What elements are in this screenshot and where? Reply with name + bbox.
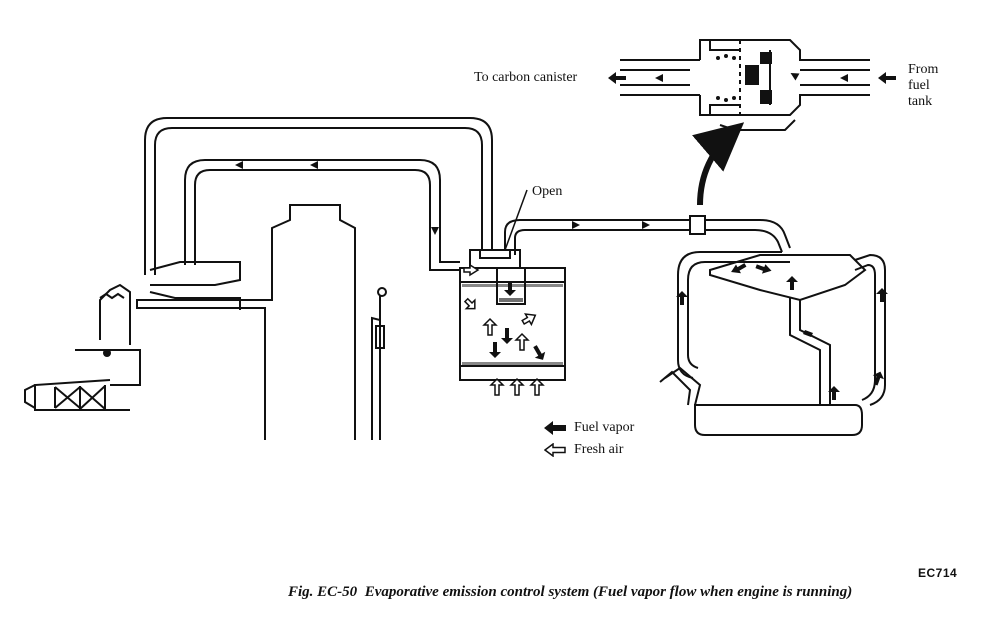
canister-flow-arrows bbox=[463, 263, 546, 396]
figure-code: EC714 bbox=[918, 566, 958, 580]
label-to-carbon-canister: To carbon canister bbox=[474, 70, 578, 85]
legend-fresh-air: Fresh air bbox=[544, 442, 623, 458]
legend-fuel-vapor-label: Fuel vapor bbox=[574, 420, 635, 435]
legend-fuel-vapor: Fuel vapor bbox=[544, 420, 634, 436]
label-from-fuel-tank: From fuel tank bbox=[908, 62, 939, 109]
vapor-hoses bbox=[144, 117, 791, 275]
hollow-arrow-icon bbox=[544, 443, 566, 457]
open-leader-line bbox=[504, 189, 528, 251]
figure-caption: Fig. EC-50 Evaporative emission control … bbox=[288, 584, 852, 601]
figure-caption-text: Evaporative emission control system (Fue… bbox=[364, 584, 853, 600]
detail-callout-arrow bbox=[692, 122, 745, 206]
label-open: Open bbox=[532, 184, 563, 199]
engine-block bbox=[24, 204, 387, 440]
carbon-canister bbox=[459, 249, 566, 381]
check-valve-detail bbox=[620, 39, 870, 131]
solid-arrow-icon bbox=[544, 421, 566, 435]
from-tank-arrow bbox=[878, 72, 896, 84]
legend-fresh-air-label: Fresh air bbox=[574, 442, 624, 457]
to-canister-arrow bbox=[608, 72, 626, 84]
fuel-tank bbox=[659, 251, 886, 436]
figure-caption-prefix: Fig. EC-50 bbox=[288, 584, 358, 600]
